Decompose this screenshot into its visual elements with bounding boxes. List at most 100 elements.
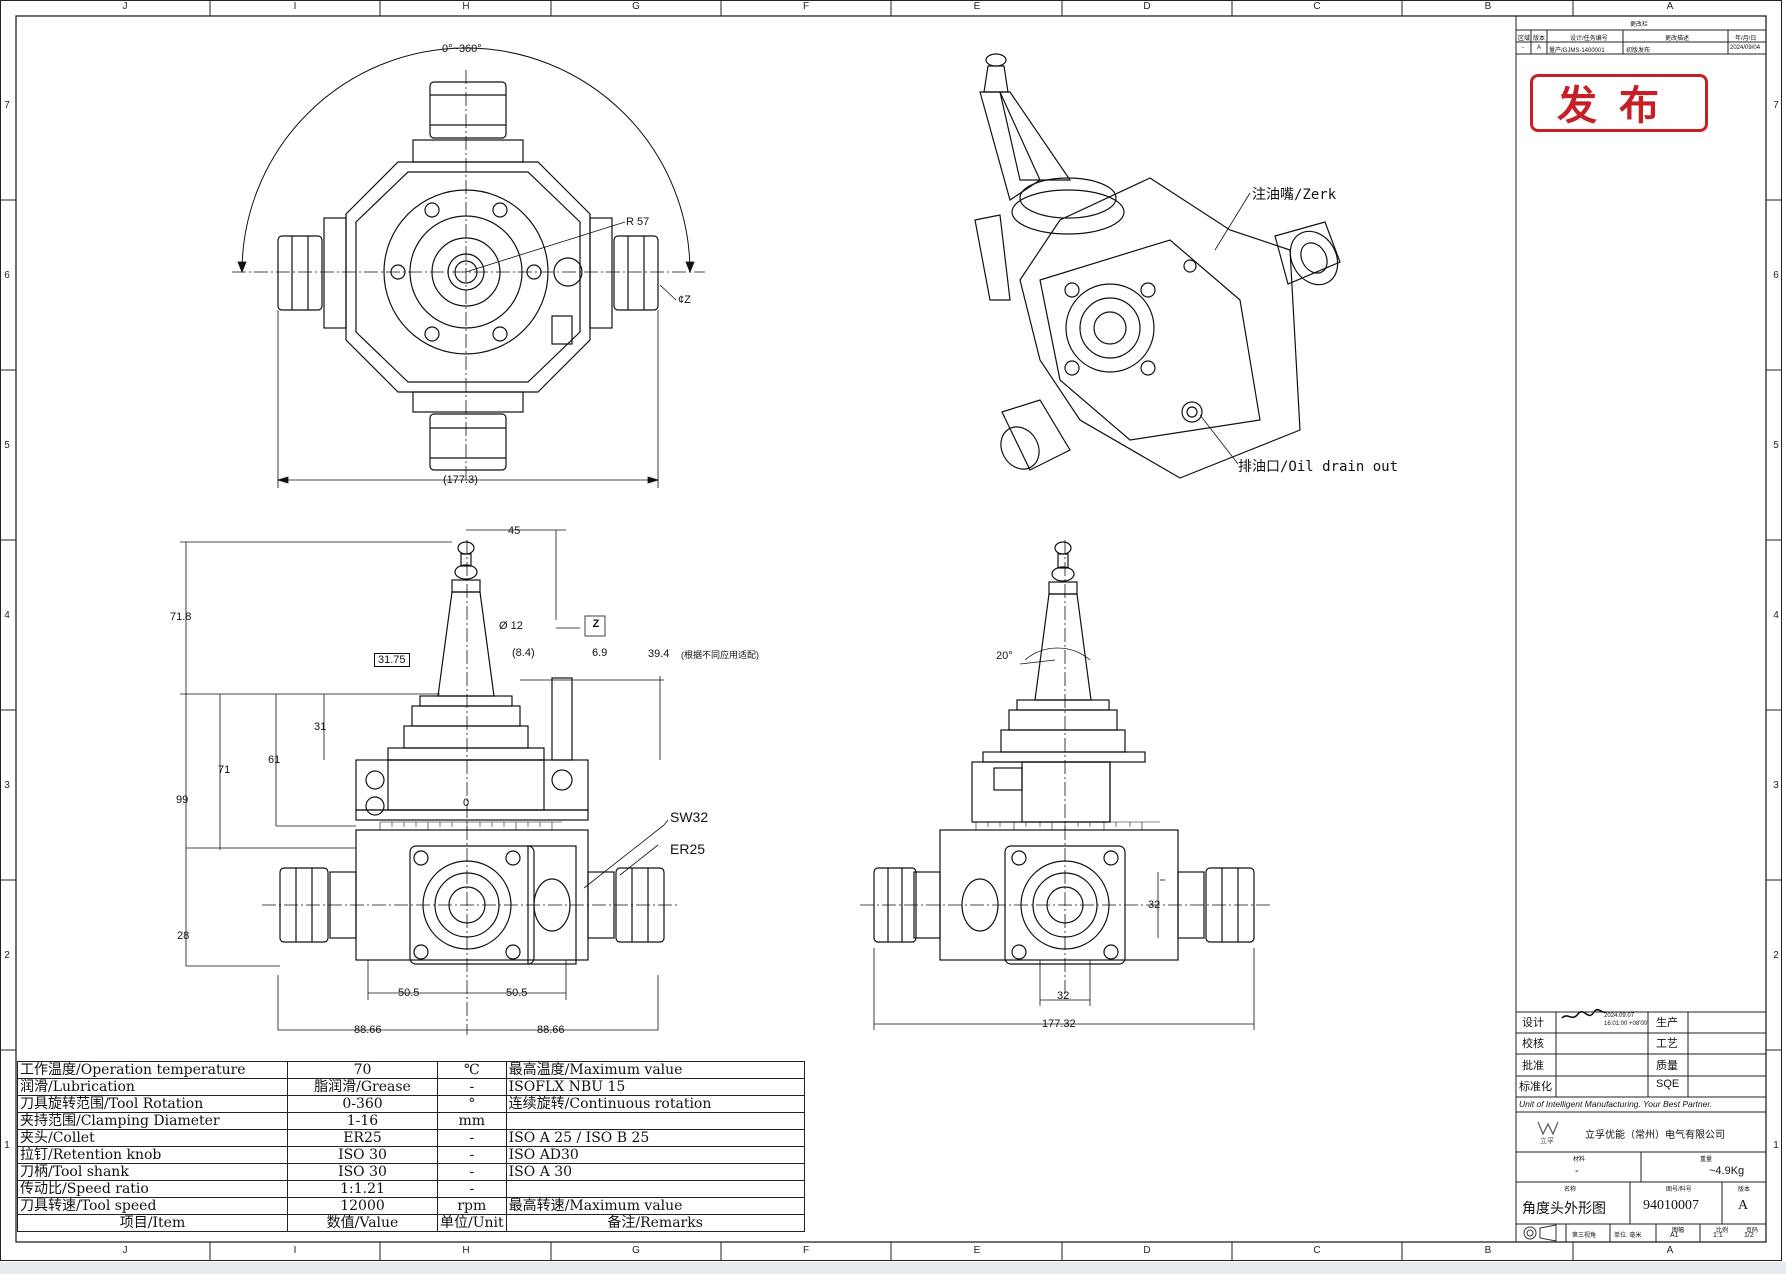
spec-header-cell: 单位/Unit [437, 1214, 507, 1232]
zone-col-label: D [1143, 1, 1151, 12]
zone-row-label: 2 [1773, 950, 1779, 961]
zone-col-label: G [632, 1245, 640, 1256]
zone-col-label: D [1143, 1245, 1151, 1256]
d61-dim: 61 [268, 754, 281, 766]
projection-text: 第三视角 [1572, 1233, 1597, 1239]
spec-cell: - [437, 1129, 507, 1147]
drawing-number: 94010007 [1643, 1198, 1699, 1213]
zone-row-label: 4 [1773, 610, 1779, 621]
spec-cell: 最高温度/Maximum value [505, 1061, 805, 1079]
d69-dim: 6.9 [592, 647, 608, 659]
approval-role: 标准化 [1519, 1081, 1552, 1093]
revision-header: 设计/任务编号 [1570, 36, 1608, 42]
size-value: A1 [1670, 1232, 1679, 1239]
zone-col-label: H [462, 1245, 470, 1256]
zone-col-label: B [1484, 1245, 1492, 1256]
approval-dept: SQE [1656, 1078, 1680, 1090]
zone-col-label: J [122, 1245, 128, 1256]
bottom-bar [0, 1262, 1786, 1274]
title-block-frame [1515, 15, 1767, 1243]
page-label: 页码 [1746, 1228, 1759, 1234]
spec-cell: - [437, 1180, 507, 1198]
spec-header-cell: 数值/Value [287, 1214, 438, 1232]
weight-label: 重量 [1700, 1157, 1713, 1163]
spec-cell: 刀柄/Tool shank [17, 1163, 288, 1181]
drawing-name: 角度头外形图 [1522, 1200, 1606, 1216]
zerk-callout: 注油嘴/Zerk [1252, 187, 1337, 203]
spec-cell: 最高转速/Maximum value [505, 1197, 805, 1215]
phi12-dim: Ø 12 [499, 620, 523, 632]
front-view [279, 541, 665, 965]
zone-col-label: E [973, 1, 981, 12]
zone-col-label: I [293, 1245, 297, 1256]
spec-header-cell: 备注/Remarks [505, 1214, 805, 1232]
zone-row-label: 7 [1773, 100, 1779, 111]
d71-dim: 71 [218, 764, 231, 776]
d718-dim: 71.8 [170, 611, 192, 623]
zone-row-label: 7 [4, 100, 10, 111]
d8866b-dim: 88.66 [537, 1024, 565, 1036]
revision-value: A [1738, 1198, 1749, 1213]
revision-header: 区域 [1518, 36, 1531, 42]
approval-dept: 质量 [1656, 1060, 1678, 1072]
spec-cell: mm [437, 1112, 507, 1130]
d394-dim: 39.4 [648, 648, 670, 660]
zone-col-label: F [802, 1, 810, 12]
spec-cell: 刀具转速/Tool speed [17, 1197, 288, 1215]
material-value: - [1575, 1165, 1579, 1177]
zone-col-label: C [1313, 1245, 1321, 1256]
revision-header: 更改描述 [1665, 36, 1690, 42]
zone-row-label: 5 [1773, 440, 1779, 451]
spec-cell: 拉钉/Retention knob [17, 1146, 288, 1164]
size-label: 图幅 [1672, 1228, 1685, 1234]
approval-role: 校核 [1522, 1038, 1544, 1050]
zone-col-label: F [802, 1245, 810, 1256]
zone-row-label: 3 [4, 780, 10, 791]
revision-cell: - [1522, 45, 1524, 51]
zone-row-label: 2 [4, 950, 10, 961]
zone-col-label: G [632, 1, 640, 12]
d84-dim: (8.4) [512, 647, 535, 659]
page-value: 1/2 [1744, 1232, 1754, 1239]
d505b-dim: 50.5 [506, 987, 528, 999]
zone-col-label: J [122, 1, 128, 12]
revision-label: 版本 [1738, 1187, 1751, 1193]
zone-row-label: 3 [1773, 780, 1779, 791]
logo-text: 立孚 [1540, 1138, 1554, 1145]
spec-cell: - [437, 1078, 507, 1096]
spec-cell: ISOFLX NBU 15 [505, 1078, 805, 1096]
unit-text: 单位: 毫米 [1614, 1233, 1642, 1239]
signature-image [1561, 1008, 1607, 1019]
spec-cell: ° [437, 1095, 507, 1113]
weight-value: ~4.9Kg [1709, 1165, 1745, 1177]
material-label: 材料 [1573, 1157, 1586, 1163]
h45-dim: 45 [508, 525, 521, 537]
company-name: 立孚优能（常州）电气有限公司 [1585, 1130, 1725, 1141]
width-top-dim: (177.3) [443, 474, 478, 486]
spec-cell: 70 [287, 1061, 438, 1079]
drawing-name-label: 名称 [1564, 1187, 1577, 1193]
zone-col-label: B [1484, 1, 1492, 12]
spec-cell: ISO 30 [287, 1146, 438, 1164]
spec-cell [505, 1112, 805, 1130]
company-logo-mark [1537, 1121, 1559, 1136]
d31-dim: 31 [314, 721, 327, 733]
spec-cell: 夹头/Collet [17, 1129, 288, 1147]
spec-cell: 工作温度/Operation temperature [17, 1061, 288, 1079]
zone-row-label: 5 [4, 440, 10, 451]
spec-cell: 夹持范围/Clamping Diameter [17, 1112, 288, 1130]
spec-cell: rpm [437, 1197, 507, 1215]
revision-header: 年/月/日 [1735, 36, 1757, 42]
isometric-view [974, 53, 1341, 479]
spec-cell: 12000 [287, 1197, 438, 1215]
spec-cell: ISO 30 [287, 1163, 438, 1181]
d32h-dim: 32 [1057, 990, 1070, 1002]
revision-cell: 量产/GJMS-1400001 [1549, 48, 1605, 54]
zone-row-label: 4 [4, 610, 10, 621]
spec-cell: ISO AD30 [505, 1146, 805, 1164]
